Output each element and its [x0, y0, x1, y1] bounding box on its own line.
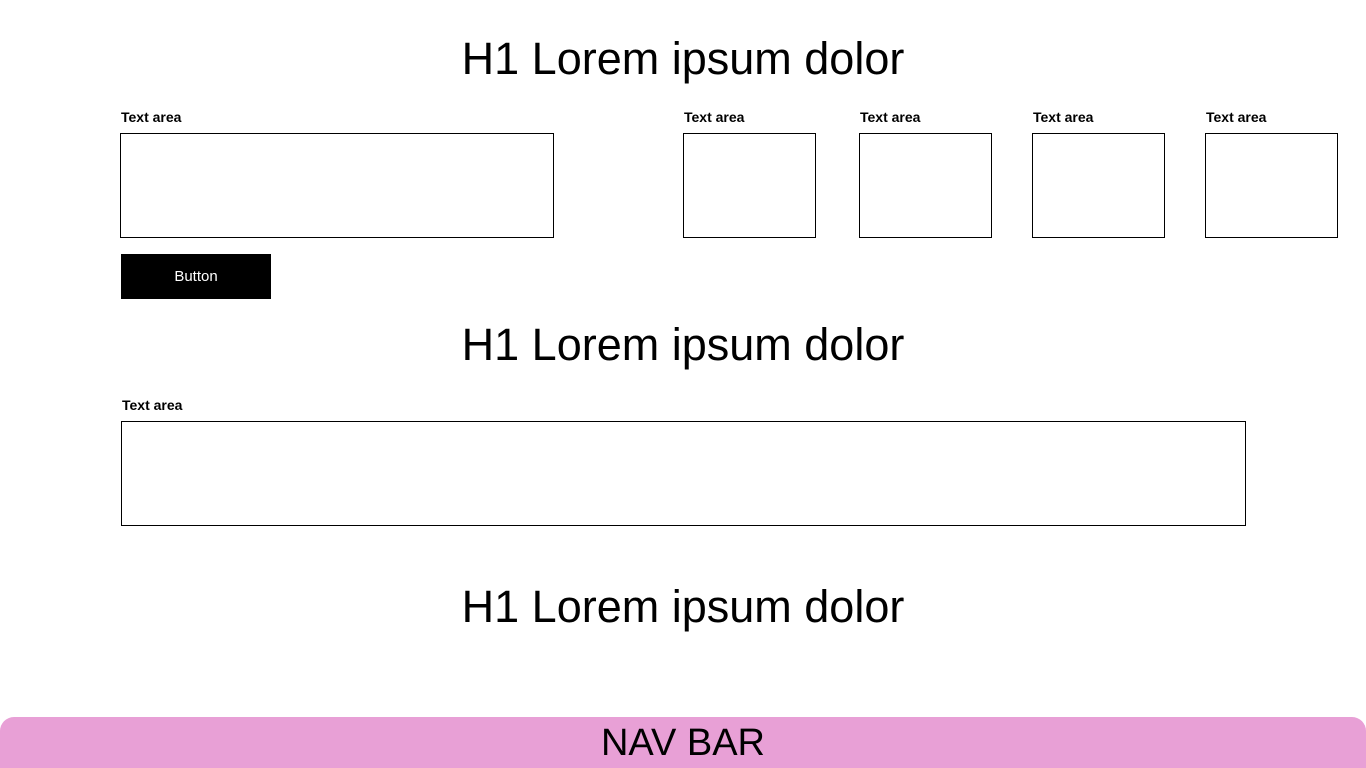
text-area-small-2[interactable] — [859, 133, 992, 238]
section-heading: H1 Lorem ipsum dolor — [461, 319, 905, 370]
section-heading: H1 Lorem ipsum dolor — [461, 581, 905, 632]
text-area-label: Text area — [684, 109, 745, 125]
nav-bar-label: NAV BAR — [600, 721, 765, 764]
text-area-label: Text area — [1033, 109, 1094, 125]
text-area-small-3[interactable] — [1032, 133, 1165, 238]
nav-bar[interactable]: NAV BAR — [0, 717, 1366, 768]
section-heading: H1 Lorem ipsum dolor — [461, 33, 905, 84]
text-area-label: Text area — [1206, 109, 1267, 125]
text-area-small-1[interactable] — [683, 133, 816, 238]
text-area-label: Text area — [121, 109, 182, 125]
text-area-label: Text area — [122, 397, 183, 413]
text-area-wide[interactable] — [121, 421, 1246, 526]
text-area-large[interactable] — [120, 133, 554, 238]
text-area-label: Text area — [860, 109, 921, 125]
text-area-small-4[interactable] — [1205, 133, 1338, 238]
primary-button[interactable]: Button — [121, 254, 271, 299]
